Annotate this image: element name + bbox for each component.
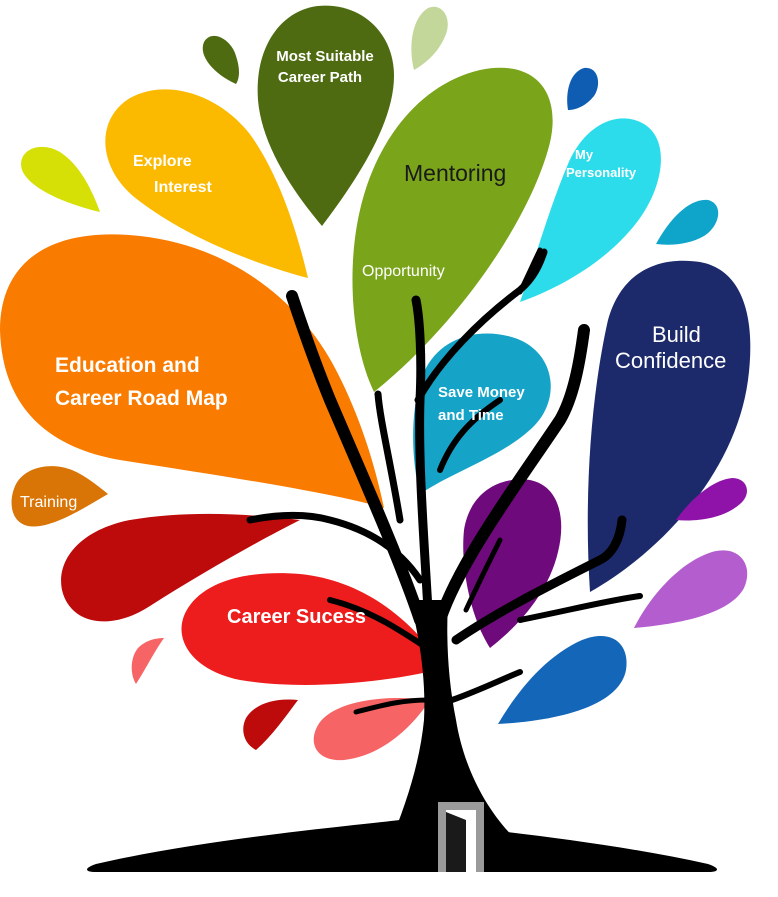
leaf-small-blue-top (567, 67, 599, 110)
branch-main-right (434, 324, 590, 626)
leaf-small-dark-red-bottom (243, 699, 298, 750)
label-my-personality-2: Personality (566, 165, 637, 180)
label-education-1: Education and (55, 354, 200, 377)
branch-to-build (451, 515, 627, 645)
label-explore-2: Interest (154, 179, 212, 196)
branch-to-violet (517, 593, 643, 623)
label-most-suitable-1: Most Suitable (276, 48, 374, 65)
leaf-build-confidence (587, 260, 751, 592)
leaf-dark-red (61, 513, 300, 622)
branch-to-mentoring (374, 390, 404, 524)
branch-main-left (286, 290, 426, 626)
label-explore-1: Explore (133, 153, 192, 170)
label-mentoring: Mentoring (404, 160, 506, 186)
leaf-education (0, 234, 384, 508)
branch-to-personality (517, 247, 543, 295)
leaf-pink-bottom (313, 698, 430, 761)
label-opportunity: Opportunity (362, 263, 445, 280)
label-most-suitable-2: Career Path (278, 69, 362, 86)
label-education-2: Career Road Map (55, 387, 228, 410)
leaf-small-cyan-right (656, 199, 719, 245)
leaf-career-success (181, 573, 444, 685)
label-career-success: Career Sucess (227, 606, 366, 628)
branch-to-success (327, 597, 433, 653)
branch-to-save-money (437, 397, 503, 473)
tree-trunk (388, 600, 528, 850)
label-my-personality-1: My (575, 147, 594, 162)
label-save-money-2: and Time (438, 407, 504, 424)
tree-branches (246, 247, 643, 715)
leaf-mentoring (352, 67, 553, 392)
label-build-2: Confidence (615, 348, 726, 373)
leaf-olive-top (202, 35, 239, 84)
leaf-light-green-top (411, 6, 448, 70)
branch-to-purple (463, 537, 503, 613)
leaf-blue (498, 635, 627, 724)
branch-to-blue (449, 669, 523, 703)
tree-trunk-group (87, 600, 717, 872)
branch-to-education (246, 511, 424, 584)
branch-to-pink (353, 697, 431, 715)
branch-to-opportunity (414, 248, 548, 404)
label-save-money-1: Save Money (438, 384, 525, 401)
leaf-yellow-green-left (21, 146, 101, 212)
leaf-most-suitable (257, 5, 394, 226)
label-build-1: Build (652, 322, 701, 347)
door-panel (446, 812, 466, 872)
leaf-explore (105, 89, 308, 278)
leaf-training (11, 466, 108, 527)
leaf-violet (634, 550, 748, 628)
leaf-small-magenta (676, 478, 747, 521)
label-training: Training (20, 494, 77, 511)
branch-center (411, 295, 433, 615)
leaf-small-pink-left (131, 638, 164, 684)
leaf-my-personality (520, 118, 661, 302)
